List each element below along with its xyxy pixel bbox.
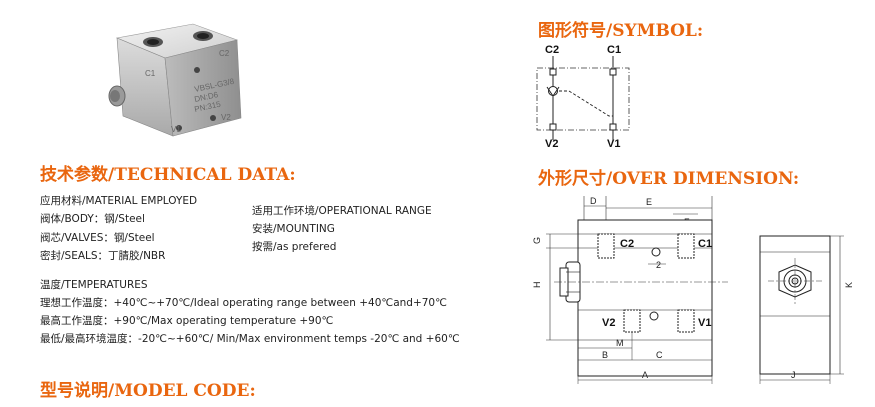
photo-label-c2: C2 (219, 49, 230, 58)
hydraulic-symbol-diagram: C2 C1 V2 V1 (536, 44, 630, 150)
temperature-environment: 最低/最高环境温度：-20℃~+60℃/ Min/Max environment… (40, 333, 460, 345)
body-side-view (759, 235, 831, 375)
temperature-max: 最高工作温度：+90℃/Max operating temperature +9… (40, 315, 334, 327)
dim-label-d: D (590, 196, 597, 206)
dim-label-e: E (646, 197, 652, 207)
dim-label-c: C (656, 350, 663, 360)
symbol-label-v1: V1 (607, 138, 620, 150)
dim-label-k: K (844, 282, 854, 288)
port-v2 (623, 309, 641, 333)
dim-label-a: A (642, 370, 648, 380)
port-v1 (677, 309, 695, 333)
dim-port-2: 2 (656, 260, 661, 270)
dim-port-c2: C2 (620, 238, 634, 250)
over-dimension-heading: 外形尺寸/OVER DIMENSION: (538, 169, 800, 189)
photo-label-v2: V2 (221, 113, 231, 122)
mounting-value: 按需/as prefered (252, 241, 337, 253)
mounting-title: 安装/MOUNTING (252, 223, 335, 235)
model-code-heading: 型号说明/MODEL CODE: (40, 381, 256, 401)
symbol-heading: 图形符号/SYMBOL: (538, 21, 704, 41)
dim-label-m: M (616, 338, 624, 348)
dim-label-g: G (532, 237, 542, 244)
dim-port-v2: V2 (602, 317, 615, 329)
symbol-label-c1: C1 (607, 44, 621, 56)
symbol-enclosure (536, 67, 630, 131)
symbol-label-v2: V2 (545, 138, 558, 150)
dim-port-c1: C1 (698, 238, 712, 250)
symbol-label-c2: C2 (545, 44, 559, 56)
valve-product-photo: C1 C2 V1 V2 VBSL-G3/8 DN:D6 PN:315 (108, 23, 242, 137)
dim-label-h: H (532, 282, 542, 289)
operational-range: 适用工作环境/OPERATIONAL RANGE (252, 205, 432, 217)
material-body: 阀体/BODY：钢/Steel (40, 213, 145, 225)
dim-label-b: B (602, 350, 608, 360)
port-c1 (677, 233, 695, 259)
over-dimension-drawing: D E F G H C2 C1 2 V2 V1 M B C A (532, 196, 854, 384)
temperatures-title: 温度/TEMPERATURES (40, 279, 148, 291)
port-c2 (597, 233, 615, 259)
material-valves: 阀芯/VALVES：钢/Steel (40, 232, 155, 244)
dim-port-v1: V1 (698, 317, 711, 329)
photo-label-v1: V1 (171, 125, 181, 134)
material-seals: 密封/SEALS：丁腈胶/NBR (40, 250, 166, 262)
pilot-line (559, 90, 613, 117)
dim-label-j: J (791, 370, 796, 380)
photo-label-c1: C1 (145, 69, 156, 78)
material-title: 应用材料/MATERIAL EMPLOYED (40, 195, 198, 207)
temperature-ideal: 理想工作温度：+40℃~+70℃/Ideal operating range b… (40, 297, 447, 309)
technical-data-heading: 技术参数/TECHNICAL DATA: (40, 165, 296, 185)
